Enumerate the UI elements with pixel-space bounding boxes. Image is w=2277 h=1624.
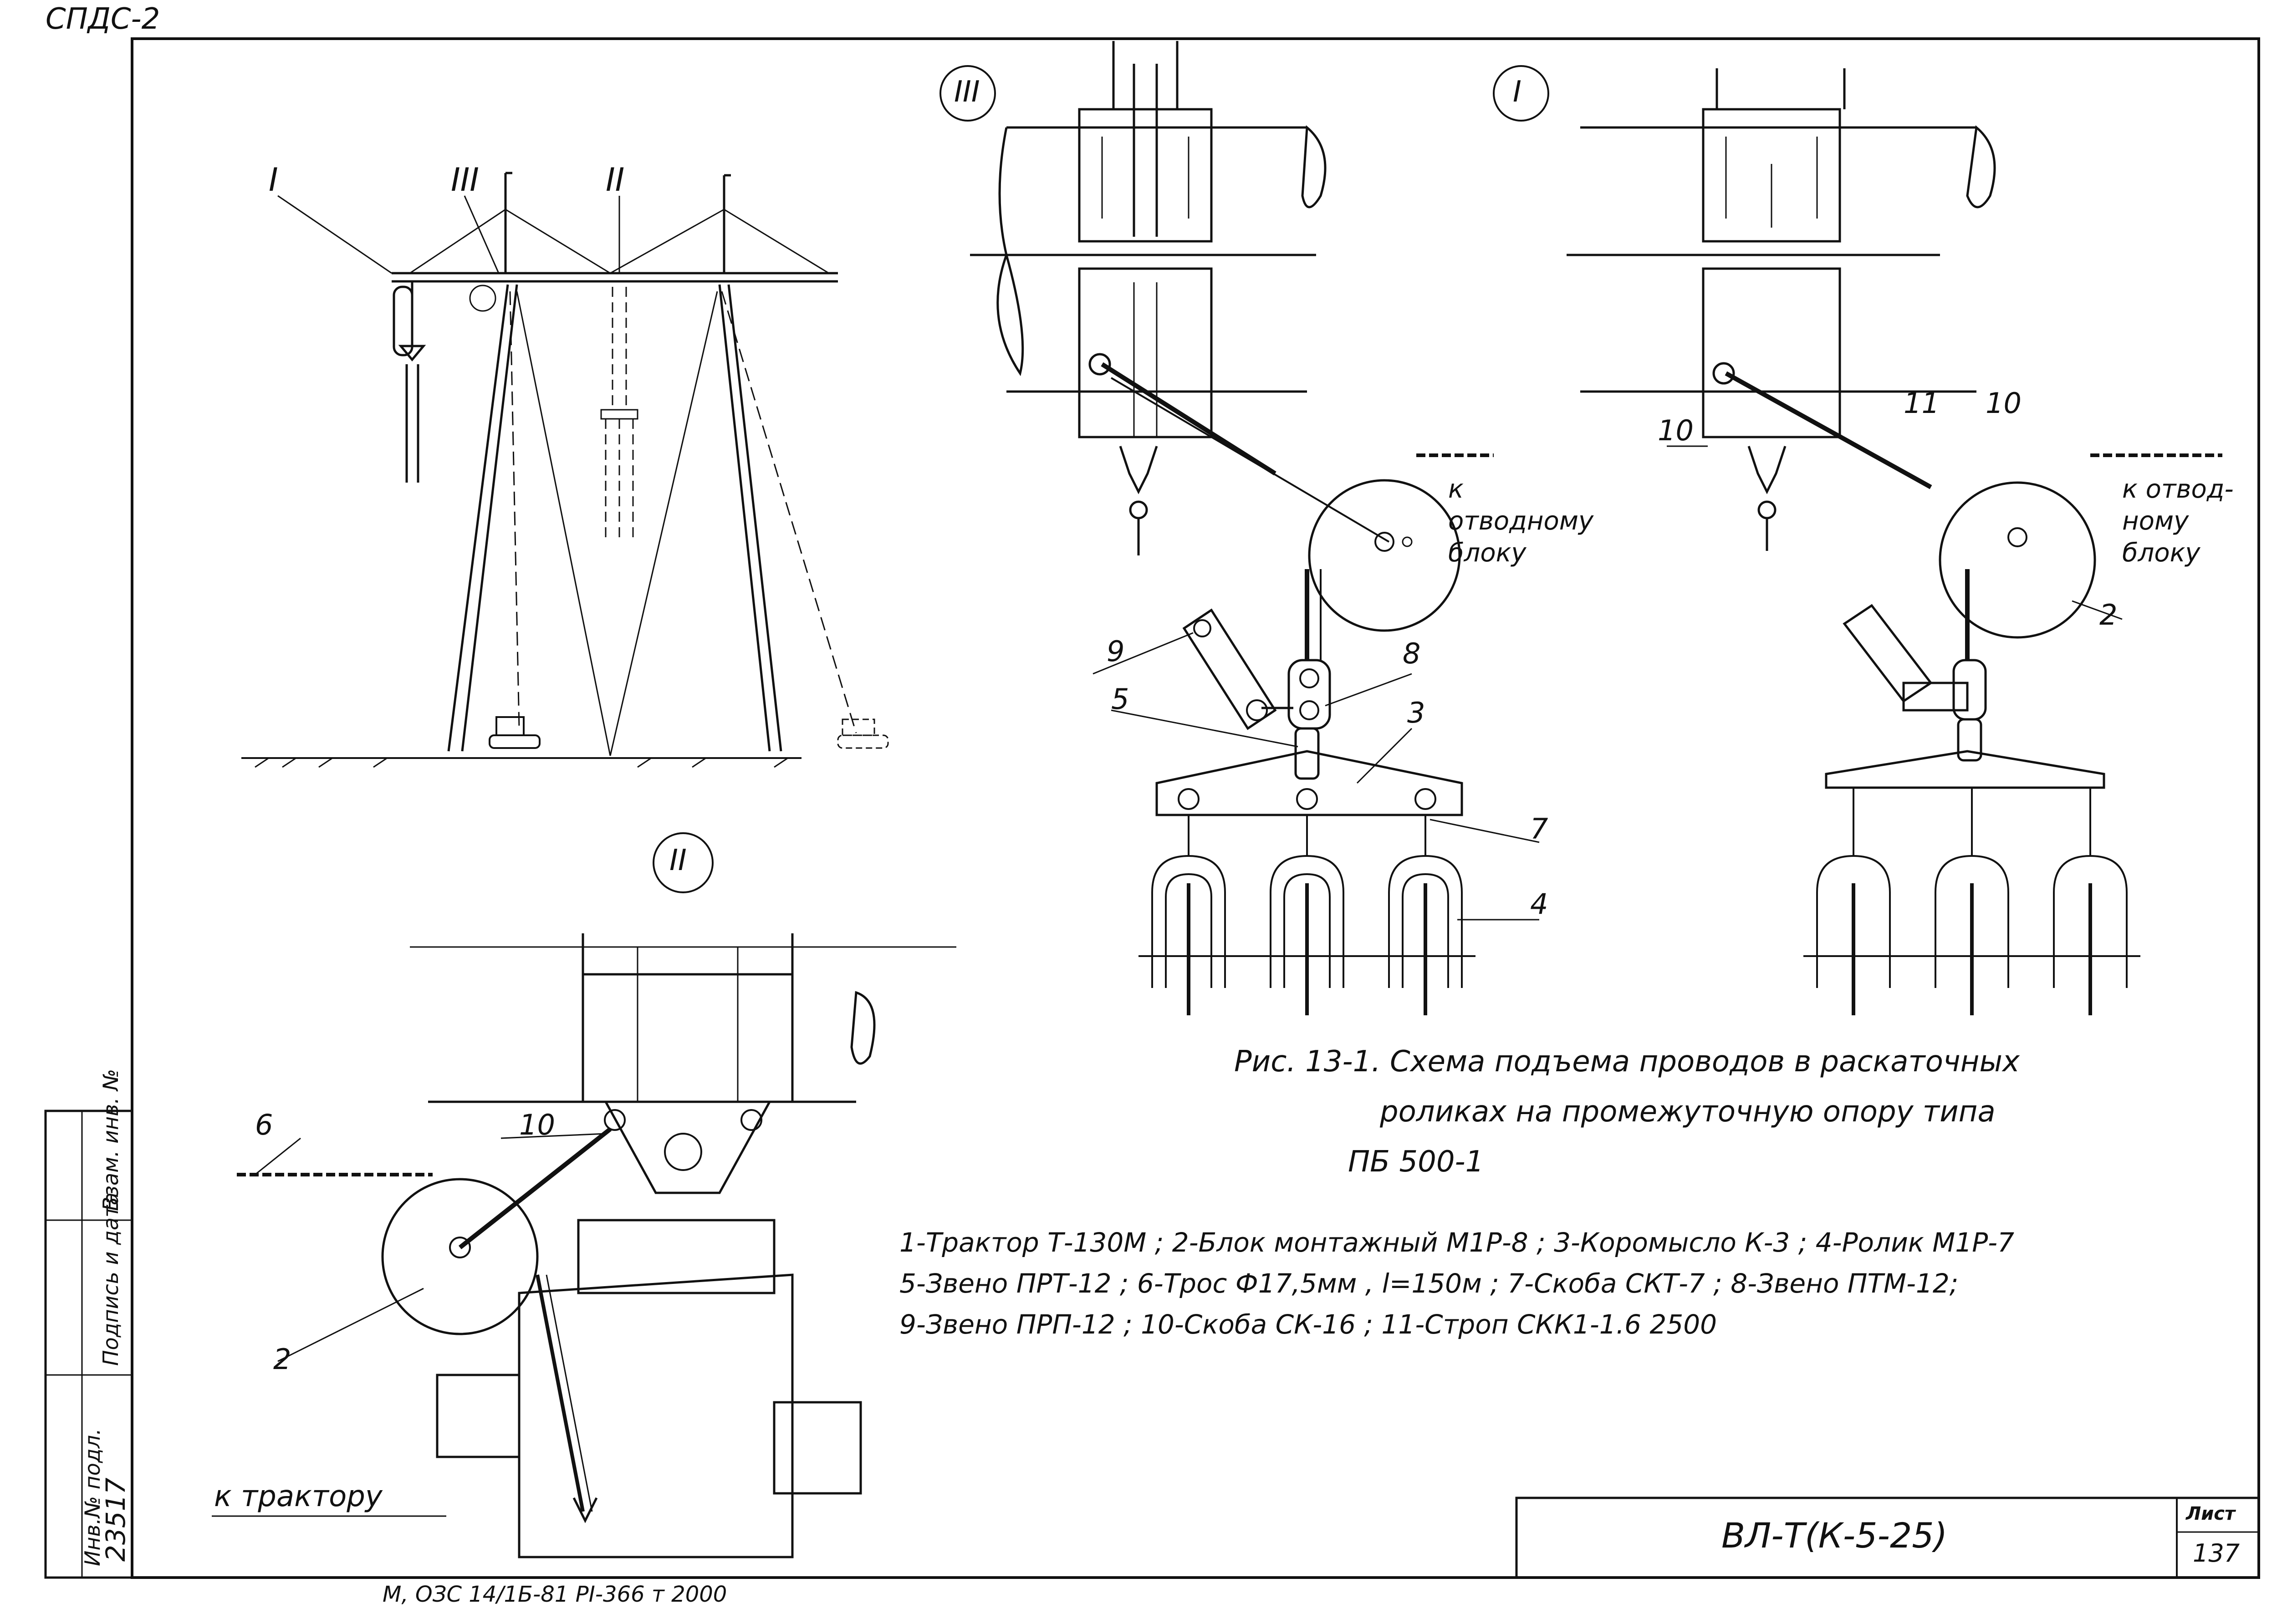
detail-I [1567, 68, 2222, 1015]
section-label-overview-1: I [269, 161, 278, 199]
section-label-overview-2: II [606, 161, 625, 199]
section-label-I: I [1513, 75, 1521, 109]
caption-line-1: Рис. 13-1. Схема подъема проводов в раск… [1234, 1045, 2020, 1079]
drawing-designation: ВЛ-Т(К-5-25) [1721, 1515, 1948, 1556]
callout-5: 5 [1111, 682, 1129, 716]
title-block [1515, 1497, 2260, 1579]
callout-10-right-a: 10 [1658, 414, 1694, 447]
stamp-sign-date: Подпись и дата [98, 1192, 123, 1366]
callout-4: 4 [1530, 887, 1548, 921]
drawing-frame [131, 37, 2260, 1579]
section-label-overview-3: III [451, 161, 479, 199]
detail-II [212, 933, 956, 1558]
tower-overview [241, 172, 889, 768]
callout-6: 6 [255, 1108, 273, 1141]
stamp-replaced: Взам. инв. № [98, 1069, 123, 1211]
legend-line-1: 1-Трактор Т-130М ; 2-Блок монтажный М1Р-… [899, 1227, 2015, 1258]
legend-line-2: 5-Звено ПРТ-12 ; 6-Трос Ф17,5мм , l=150м… [899, 1268, 1959, 1299]
callout-8: 8 [1403, 637, 1421, 670]
stamp-inv-number: 23517 [100, 1477, 131, 1562]
section-label-II: II [669, 844, 687, 877]
callout-3: 3 [1407, 696, 1425, 729]
callout-11: 11 [1904, 387, 1940, 420]
callout-2-right: 2 [2099, 598, 2118, 631]
caption-line-3: ПБ 500-1 [1348, 1145, 1484, 1179]
direction-to-tractor: к трактору [214, 1480, 383, 1513]
detail-III [970, 41, 1540, 1015]
callout-10-left: 10 [519, 1108, 555, 1141]
callout-2-left: 2 [273, 1343, 291, 1376]
callout-9: 9 [1107, 635, 1125, 668]
corner-code: СПДС-2 [46, 2, 160, 36]
callout-7: 7 [1530, 812, 1548, 845]
sheet-label: Лист [2186, 1503, 2236, 1524]
side-stamp [44, 1110, 133, 1579]
caption-line-2: роликах на промежуточную опору типа [1380, 1095, 1996, 1129]
direction-to-block-left: к отводному блоку [1448, 474, 1594, 568]
direction-to-block-right: к отвод- ному блоку [2122, 474, 2234, 568]
bottom-note: М, ОЗС 14/1Б-81 РІ-366 т 2000 [383, 1582, 727, 1607]
section-markers [653, 65, 1549, 893]
section-label-III: III [954, 75, 980, 109]
legend-line-3: 9-Звено ПРП-12 ; 10-Скоба СК-16 ; 11-Стр… [899, 1309, 1717, 1340]
callout-10-right-b: 10 [1986, 387, 2022, 420]
sheet-number: 137 [2193, 1539, 2240, 1568]
